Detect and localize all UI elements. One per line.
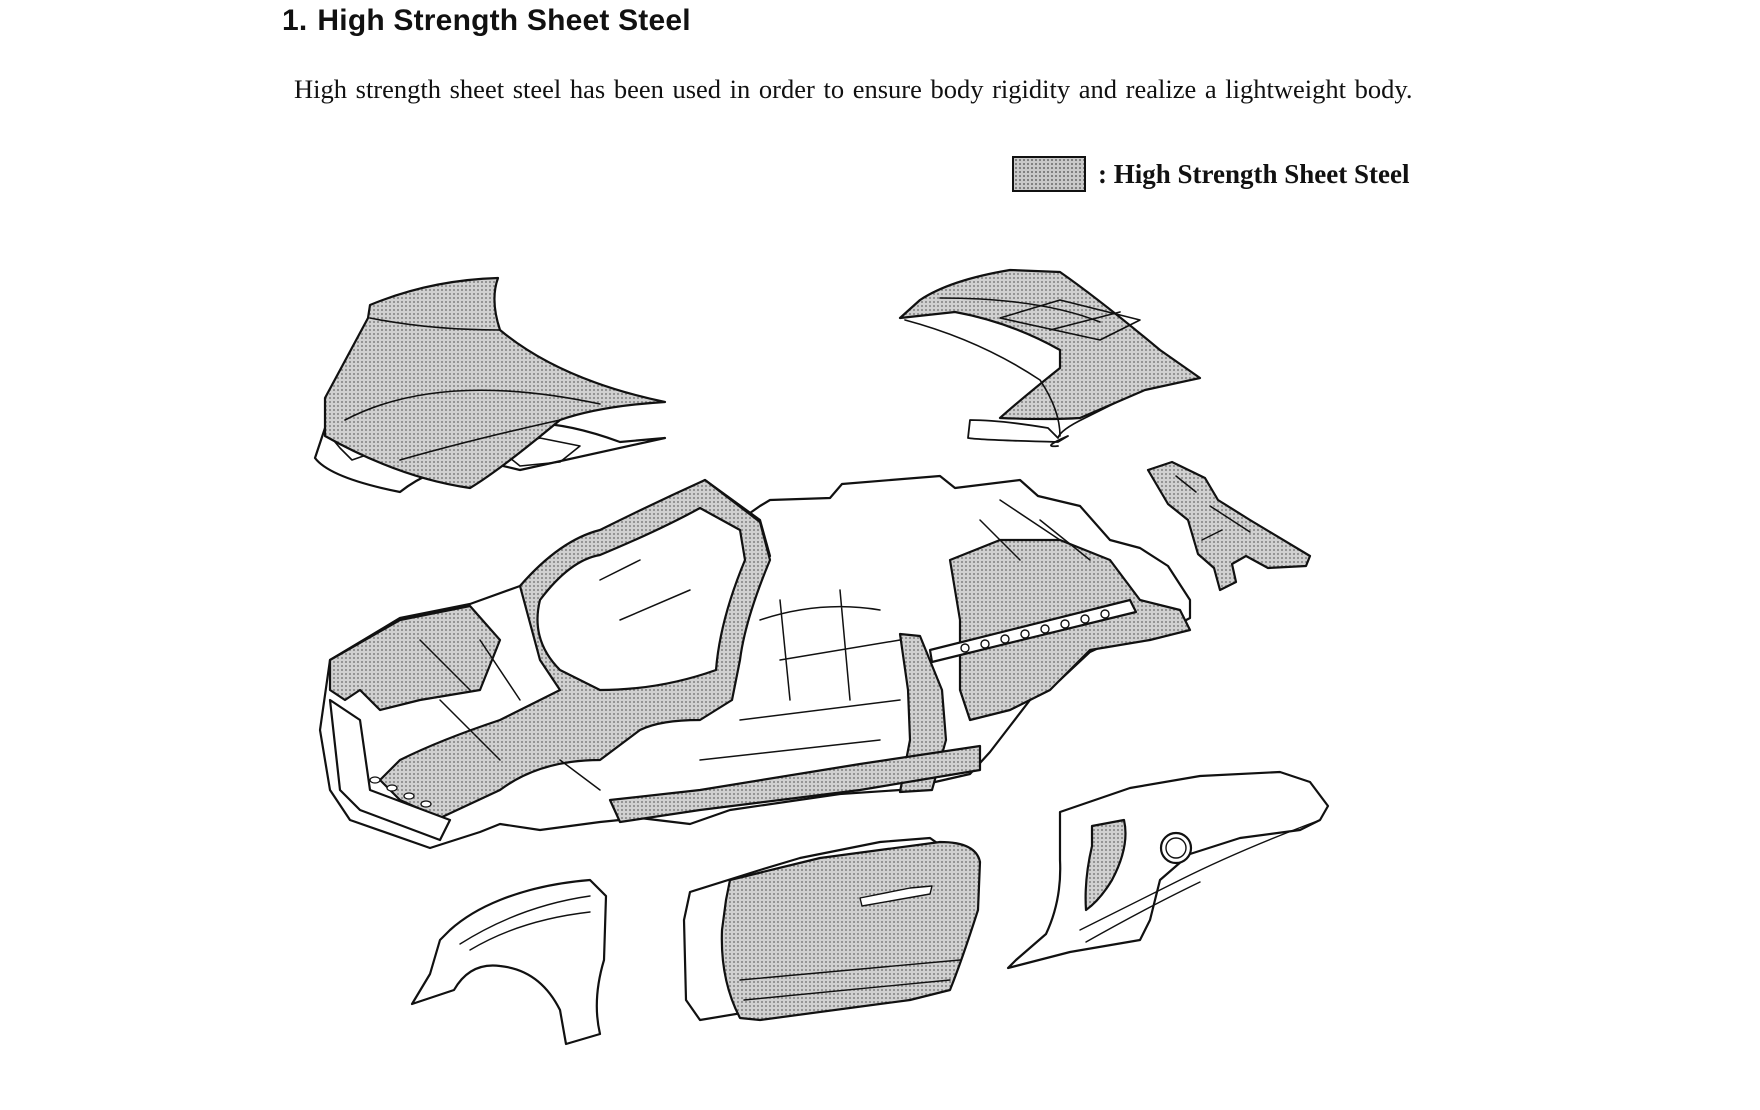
door-panel <box>682 836 982 1022</box>
hood-panel <box>313 276 667 494</box>
legend-swatch <box>1012 156 1086 192</box>
body-shell <box>318 474 1192 850</box>
front-fender <box>410 878 608 1046</box>
section-number: 1. <box>282 4 308 37</box>
legend-label: : High Strength Sheet Steel <box>1098 158 1410 189</box>
section-title-text: High Strength Sheet Steel <box>317 4 691 37</box>
body-paragraph: High strength sheet steel has been used … <box>294 74 1413 104</box>
legend: : High Strength Sheet Steel <box>1012 156 1410 192</box>
rear-quarter-panel <box>1006 770 1330 970</box>
rear-panel <box>898 268 1202 448</box>
rear-cross-member <box>1146 460 1312 592</box>
section-title: 1. High Strength Sheet Steel <box>282 4 691 38</box>
